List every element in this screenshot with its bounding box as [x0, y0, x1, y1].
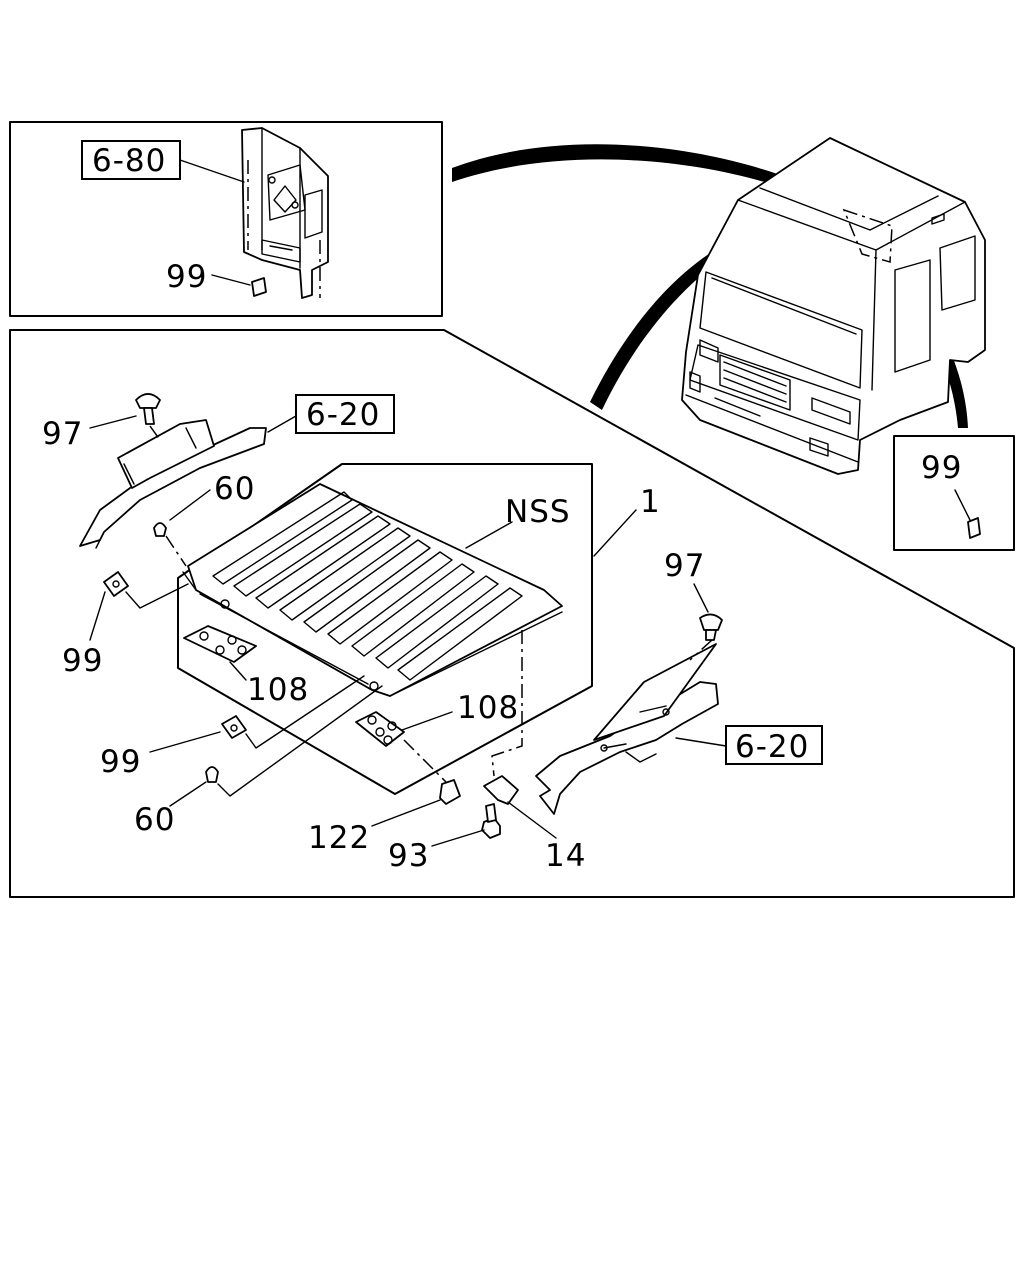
plate-108-left-part [183, 625, 257, 663]
label-nss: NSS [505, 494, 571, 530]
label-60-top: 60 [214, 471, 255, 507]
main-frame [9, 329, 1015, 898]
plate-108-right-part [355, 711, 405, 747]
ref-box-6-20-top [295, 394, 395, 434]
ref-label-6-20-right: 6-20 [735, 729, 809, 765]
inset-clip-nut-part [251, 277, 267, 297]
clip-nut-99-left-part [103, 571, 129, 597]
grommet-60-top-part [153, 522, 167, 537]
screw-97-right-part [699, 613, 723, 641]
label-1: 1 [640, 484, 661, 520]
truck-cab-illustration [681, 137, 986, 475]
clip-nut-99-mid-part [221, 715, 247, 739]
label-97-left: 97 [42, 416, 83, 452]
right-rail-part-illustration [535, 643, 719, 815]
roof-assembly-outline [177, 463, 593, 795]
pad-122-part [439, 779, 461, 805]
label-122: 122 [308, 820, 370, 856]
screw-97-left-part [135, 393, 161, 425]
left-rail-part-illustration [79, 419, 267, 549]
bracket-part-illustration [241, 127, 329, 299]
bolt-93-part [481, 803, 501, 839]
label-108-left: 108 [247, 672, 309, 708]
corner-inset-frame [893, 435, 1015, 551]
label-60-bottom: 60 [134, 802, 175, 838]
corner-label-99: 99 [921, 450, 962, 486]
ref-box-6-20-right [725, 725, 823, 765]
inset-frame [9, 121, 443, 317]
ref-label-6-20-top: 6-20 [306, 397, 380, 433]
label-108-right: 108 [457, 690, 519, 726]
ref-box-6-80 [81, 140, 181, 180]
label-97-right: 97 [664, 548, 705, 584]
label-99-left: 99 [62, 643, 103, 679]
corner-clip-nut-part [967, 517, 981, 539]
label-14: 14 [545, 838, 586, 874]
label-99-mid: 99 [100, 744, 141, 780]
callout-swoosh-left [590, 228, 764, 410]
bracket-14-part [483, 775, 519, 805]
inset-label-99: 99 [166, 259, 207, 295]
grommet-60-bottom-part [205, 766, 219, 783]
label-93: 93 [388, 838, 429, 874]
ref-label-6-80: 6-80 [92, 143, 166, 179]
roof-panel-illustration [182, 483, 563, 697]
leader-6-80 [179, 159, 245, 183]
